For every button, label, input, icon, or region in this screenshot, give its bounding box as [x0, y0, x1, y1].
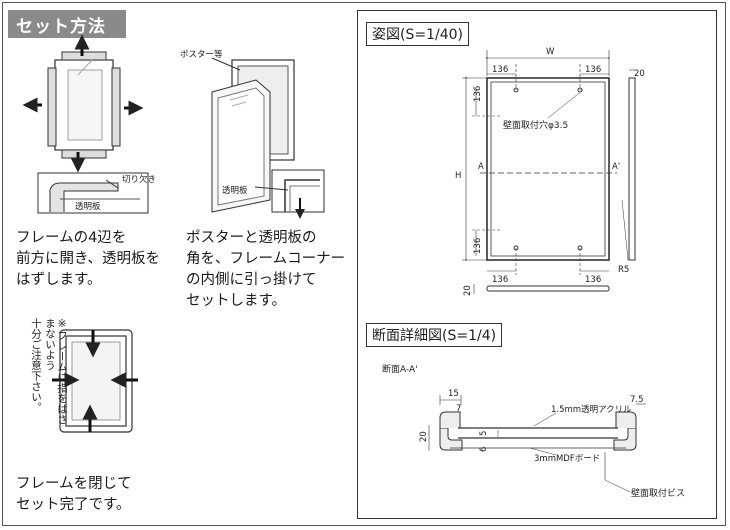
bottom-depth-dim: 20 — [463, 285, 473, 296]
drawing-panel — [357, 10, 717, 519]
section-ref-label: 断面A-A' — [382, 363, 418, 375]
dim-136-bottom-right: 136 — [585, 275, 601, 285]
step1-text: フレームの4辺を 前方に開き、透明板を はずします。 — [16, 230, 160, 288]
height-dim: H — [455, 171, 461, 181]
width-dim: W — [546, 47, 555, 57]
step3-text: フレームを閉じて セット完了です。 — [16, 476, 132, 513]
section-title: セット方法 — [16, 17, 106, 37]
section-detail — [428, 395, 646, 493]
dim-136-top-right: 136 — [585, 65, 601, 75]
section-dim-20: 20 — [419, 431, 429, 442]
section-dim-7-5: 7.5 — [630, 395, 644, 405]
notch-label: 切り欠き — [122, 174, 156, 185]
close-frame-illustration — [52, 329, 138, 433]
mdf-label: 3mmMDFボード — [534, 454, 600, 464]
poster-setting-illustration — [211, 57, 325, 219]
notch-detail — [37, 172, 149, 214]
clear-plate-label-1: 透明板 — [75, 201, 101, 212]
section-header-band — [8, 10, 126, 38]
depth-dim: 20 — [634, 69, 645, 79]
outline-figure-title: 姿図(S=1/40) — [366, 22, 469, 46]
caution-line-2: 十分ご注意下さい。 — [30, 318, 42, 413]
section-dim-7: 7 — [456, 404, 461, 414]
caution-line-1: ※フレームに指をはさまないよう — [44, 318, 68, 425]
acrylic-label: 1.5mm透明アクリル — [551, 404, 632, 415]
dim-136-bottom-left: 136 — [492, 275, 508, 285]
section-dim-6: 6 — [479, 447, 489, 452]
open-frame-illustration — [22, 34, 144, 173]
front-elevation — [462, 50, 636, 294]
hole-label: 壁面取付穴φ3.5 — [503, 119, 568, 131]
section-dim-5: 5 — [479, 431, 489, 436]
step2-text: ポスターと透明板の 角を、フレームコーナー の内側に引っ掛けて セットします。 — [186, 230, 346, 309]
screw-label: 壁面取付ビス — [631, 487, 685, 499]
poster-label: ポスター等 — [180, 49, 223, 60]
clear-plate-label-2: 透明板 — [222, 185, 248, 196]
radius-label: R5 — [618, 265, 629, 275]
section-dim-15: 15 — [448, 389, 459, 399]
section-mark-a: A — [478, 162, 484, 172]
dim-136-left-bottom: 136 — [473, 238, 483, 254]
section-mark-a-prime: A' — [612, 162, 620, 172]
dim-136-left-top: 136 — [473, 86, 483, 102]
dim-136-top-left: 136 — [492, 65, 508, 75]
section-figure-title: 断面詳細図(S=1/4) — [366, 323, 503, 347]
